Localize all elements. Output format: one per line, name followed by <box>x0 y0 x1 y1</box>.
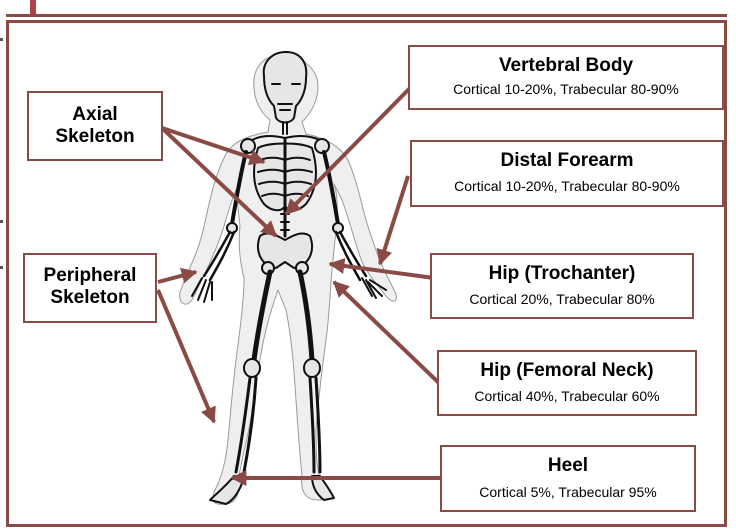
label-hip-femoral-neck: Hip (Femoral Neck) Cortical 40%, Trabecu… <box>437 350 697 416</box>
label-vertebral-body: Vertebral Body Cortical 10-20%, Trabecul… <box>408 45 724 110</box>
arrow-vertebral <box>286 86 412 214</box>
distal-forearm-title: Distal Forearm <box>412 150 722 172</box>
arrow-trochanter <box>330 264 434 278</box>
hip-femoral-neck-composition: Cortical 40%, Trabecular 60% <box>439 387 695 405</box>
axial-skeleton-title: Axial Skeleton <box>29 104 161 148</box>
arrow-peripheral-to-wrist <box>158 272 196 282</box>
label-distal-forearm: Distal Forearm Cortical 10-20%, Trabecul… <box>410 140 724 207</box>
arrow-peripheral-to-shin <box>158 290 214 422</box>
label-hip-trochanter: Hip (Trochanter) Cortical 20%, Trabecula… <box>430 253 694 319</box>
arrow-forearm <box>380 176 408 264</box>
label-heel: Heel Cortical 5%, Trabecular 95% <box>440 445 696 512</box>
vertebral-body-title: Vertebral Body <box>410 55 722 77</box>
heel-composition: Cortical 5%, Trabecular 95% <box>442 483 694 501</box>
hip-femoral-neck-title: Hip (Femoral Neck) <box>439 360 695 382</box>
arrow-axial-to-spine <box>162 128 276 236</box>
peripheral-skeleton-title: Peripheral Skeleton <box>25 265 155 309</box>
heel-title: Heel <box>442 455 694 477</box>
hip-trochanter-composition: Cortical 20%, Trabecular 80% <box>432 290 692 308</box>
hip-trochanter-title: Hip (Trochanter) <box>432 263 692 285</box>
distal-forearm-composition: Cortical 10-20%, Trabecular 80-90% <box>412 177 722 195</box>
vertebral-body-composition: Cortical 10-20%, Trabecular 80-90% <box>410 80 722 98</box>
label-peripheral-skeleton: Peripheral Skeleton <box>23 253 157 323</box>
label-axial-skeleton: Axial Skeleton <box>27 91 163 161</box>
arrow-femoral <box>334 282 440 384</box>
